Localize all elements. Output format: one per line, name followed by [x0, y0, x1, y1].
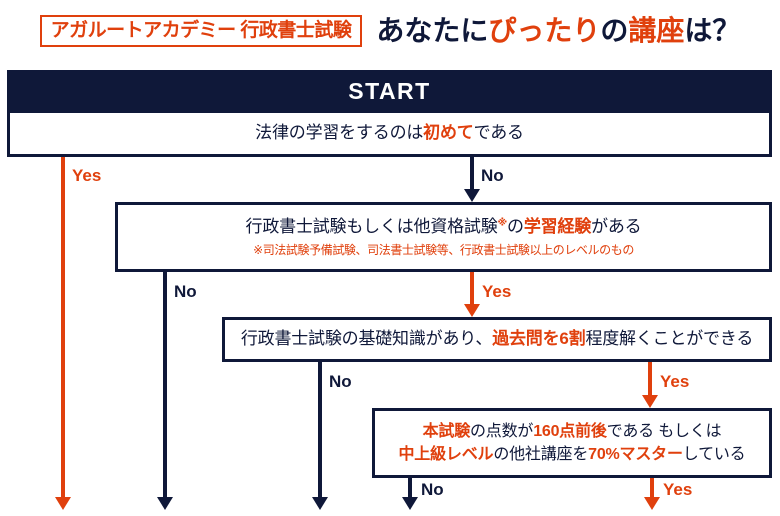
- label-q4-no: No: [421, 480, 444, 499]
- question-1-text: 法律の学習をするのは初めてである: [255, 121, 524, 146]
- question-1-text-c: である: [473, 123, 524, 143]
- question-box-4[interactable]: 本試験の点数が160点前後である もしくは 中上級レベルの他社講座を70%マスタ…: [372, 408, 772, 478]
- arrowhead-q1-no: [464, 189, 480, 202]
- question-4-line1-b: の点数が: [470, 422, 534, 440]
- question-4-line-2: 中上級レベルの他社講座を70%マスターしている: [399, 443, 746, 466]
- headline-segment-1: あなたに: [376, 15, 489, 46]
- question-3-text-a: 行政書士試験の基礎知識があり、: [240, 329, 493, 349]
- question-4-line1-c: 160点前後: [533, 422, 607, 440]
- connector-q2-no: [163, 272, 167, 497]
- start-label: START: [348, 77, 431, 104]
- page-header: アガルートアカデミー 行政書士試験 あなたにぴったりの講座は？: [0, 0, 780, 62]
- question-1-text-a: 法律の学習をするのは: [255, 123, 424, 143]
- page-title: あなたにぴったりの講座は？: [376, 17, 740, 45]
- label-q1-no: No: [481, 166, 504, 185]
- connector-q4-yes: [650, 478, 654, 497]
- question-box-1[interactable]: 法律の学習をするのは初めてである: [7, 110, 772, 157]
- headline-segment-5: は？: [684, 15, 741, 46]
- arrowhead-q4-no: [402, 497, 418, 510]
- question-1-text-b: 初めて: [423, 123, 474, 143]
- label-q1-yes: Yes: [72, 166, 102, 185]
- label-q2-no: No: [174, 282, 197, 301]
- question-2-text-c: 学習経験: [523, 217, 592, 237]
- arrowhead-q2-no: [157, 497, 173, 510]
- footnote-marker-icon: ※: [497, 217, 508, 229]
- start-banner: START: [7, 70, 772, 112]
- connector-q1-no: [470, 157, 474, 189]
- label-q2-yes: Yes: [482, 282, 512, 301]
- headline-segment-4: 講座: [628, 15, 685, 46]
- question-3-text-c: 程度解くことができる: [585, 329, 754, 349]
- connector-q4-no: [408, 478, 412, 497]
- arrowhead-q4-yes: [644, 497, 660, 510]
- question-4-line2-b: の他社講座を: [493, 446, 589, 463]
- question-2-text-d: がある: [591, 217, 642, 237]
- question-2-text-a: 行政書士試験もしくは他資格試験: [245, 217, 498, 237]
- flowchart: START 法律の学習をするのは初めてである No Yes 行政書士試験もしくは…: [0, 62, 780, 516]
- question-2-text-b: の: [507, 217, 524, 237]
- question-2-note: ※司法試験予備試験、司法書士試験等、行政書士試験以上のレベルのもの: [253, 242, 634, 257]
- brand-tag: アガルートアカデミー 行政書士試験: [39, 15, 363, 47]
- question-4-line2-d: している: [682, 446, 746, 463]
- arrowhead-q2-yes: [464, 304, 480, 317]
- question-3-text: 行政書士試験の基礎知識があり、過去問を6割程度解くことができる: [241, 327, 753, 352]
- connector-q3-no: [318, 362, 322, 497]
- question-2-text: 行政書士試験もしくは他資格試験※の学習経験がある: [246, 215, 642, 240]
- headline-segment-3: の: [600, 15, 629, 46]
- connector-q1-yes: [61, 157, 65, 497]
- arrowhead-q1-yes: [55, 497, 71, 510]
- question-box-2[interactable]: 行政書士試験もしくは他資格試験※の学習経験がある ※司法試験予備試験、司法書士試…: [115, 202, 772, 272]
- arrowhead-q3-yes: [642, 395, 658, 408]
- question-4-line-1: 本試験の点数が160点前後である もしくは: [423, 420, 722, 443]
- question-4-line1-d: である もしくは: [606, 422, 722, 440]
- headline-segment-2: ぴったり: [488, 15, 601, 46]
- arrowhead-q3-no: [312, 497, 328, 510]
- label-q3-yes: Yes: [660, 372, 690, 391]
- question-4-line2-a: 中上級レベル: [398, 446, 494, 463]
- question-4-line1-a: 本試験: [422, 422, 471, 440]
- question-4-line2-c: 70%マスター: [588, 446, 683, 463]
- question-box-3[interactable]: 行政書士試験の基礎知識があり、過去問を6割程度解くことができる: [222, 317, 772, 362]
- connector-q2-yes: [470, 272, 474, 304]
- label-q4-yes: Yes: [663, 480, 693, 499]
- question-3-text-b: 過去問を6割: [492, 329, 586, 349]
- label-q3-no: No: [329, 372, 352, 391]
- connector-q3-yes: [648, 362, 652, 395]
